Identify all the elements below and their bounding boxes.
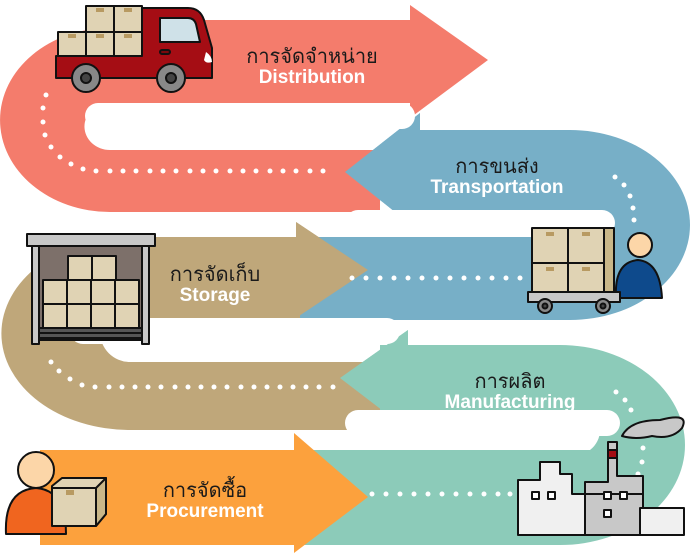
distribution-thai-label: การจัดจำหน่าย (246, 44, 378, 68)
storage-english-label: Storage (179, 285, 251, 306)
delivery-truck-icon (55, 5, 213, 93)
manufacturing-english-label: Manufacturing (444, 392, 576, 413)
dotted-path-storage (48, 359, 336, 390)
buyer-with-box-icon (4, 451, 107, 535)
procurement-band (40, 450, 300, 545)
procurement-thai-label: การจัดซื้อ (162, 478, 248, 502)
procurement-english-label: Procurement (146, 501, 264, 522)
transportation-thai-label: การขนส่ง (455, 154, 539, 178)
distribution-english-label: Distribution (258, 67, 366, 88)
storage-thai-label: การจัดเก็บ (169, 262, 261, 286)
factory-icon (517, 416, 685, 536)
distribution-arrow (410, 5, 488, 118)
procurement-arrow (294, 433, 368, 553)
dotted-path-distribution (40, 92, 326, 174)
transportation-english-label: Transportation (430, 177, 564, 198)
warehouse-icon (26, 233, 156, 345)
cart-worker-icon (527, 227, 663, 314)
dotted-path-transportation (349, 174, 637, 281)
manufacturing-thai-label: การผลิต (474, 369, 546, 393)
